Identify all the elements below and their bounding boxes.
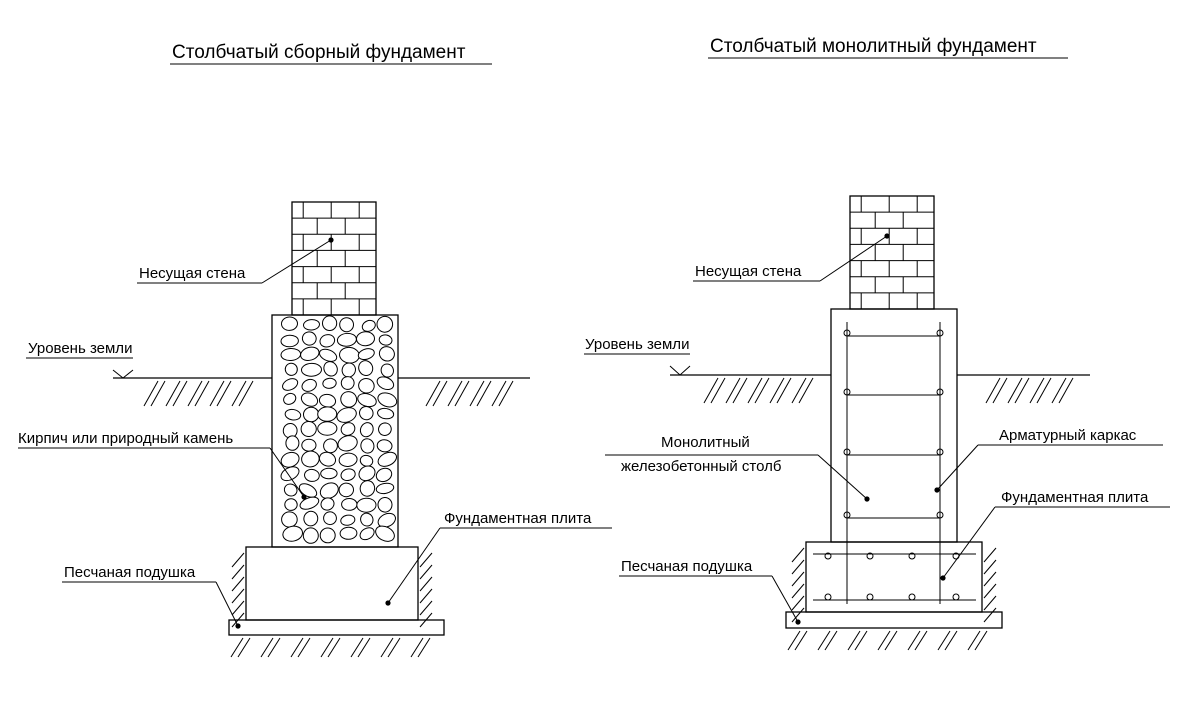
right-rebar-cage [843, 322, 944, 604]
left-label-ground: Уровень земли [28, 340, 132, 357]
right-drawing [584, 195, 1170, 651]
right-title: Столбчатый монолитный фундамент [710, 36, 1037, 57]
right-label-column-line2: железобетонный столб [621, 458, 781, 475]
left-sand-cushion [228, 619, 445, 636]
right-label-cushion: Песчаная подушка [621, 558, 753, 575]
right-foundation-slab [805, 541, 983, 613]
left-brick-wall [291, 201, 377, 316]
left-label-cushion: Песчаная подушка [64, 564, 196, 581]
left-title: Столбчатый сборный фундамент [172, 42, 466, 63]
right-slab-rebar [813, 552, 976, 601]
left-stone-fill [280, 315, 398, 544]
right-sand-cushion [785, 611, 1003, 629]
right-ground-hatch [703, 377, 1074, 404]
left-drawing [18, 201, 612, 658]
right-label-wall: Несущая стена [695, 263, 802, 280]
left-label-wall: Несущая стена [139, 265, 246, 282]
left-label-column: Кирпич или природный камень [18, 430, 233, 447]
right-label-column-line1: Монолитный [661, 434, 750, 451]
right-slab-hatch [787, 547, 997, 651]
left-foundation-slab [245, 546, 419, 621]
right-label-ground: Уровень земли [585, 336, 689, 353]
left-ground-hatch [143, 380, 514, 407]
right-concrete-column [830, 308, 958, 543]
left-slab-hatch [230, 552, 433, 658]
right-label-slab: Фундаментная плита [1001, 489, 1149, 506]
left-label-slab: Фундаментная плита [444, 510, 592, 527]
right-label-rebar: Арматурный каркас [999, 427, 1137, 444]
